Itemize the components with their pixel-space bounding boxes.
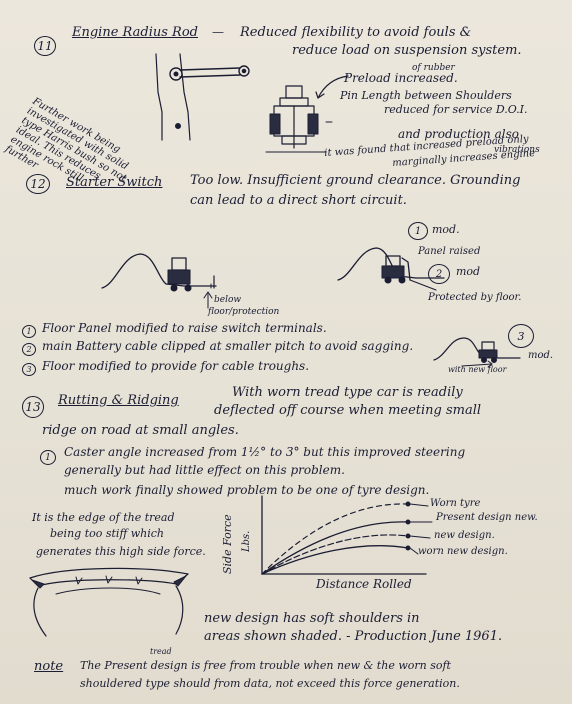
section-11-dash: — (212, 25, 224, 39)
tyre-section-sketch (29, 567, 189, 637)
side-force-graph (261, 495, 427, 575)
new-design-line1: new design has soft shoulders in (204, 611, 420, 626)
note-line2: shouldered type should from data, not ex… (80, 677, 460, 690)
below-label: below (214, 295, 242, 305)
legend-leaders (409, 503, 433, 555)
label-preload: Preload increased. (344, 71, 458, 85)
section-11-title: Engine Radius Rod (72, 25, 198, 40)
list-item-text: Floor modified to provide for cable trou… (42, 359, 310, 373)
note-label: note (34, 659, 64, 674)
section-12-text-line2: can lead to a direct short circuit. (190, 193, 407, 208)
and-production-line4: vibrations (494, 145, 540, 155)
item1-number: 1 (40, 450, 56, 465)
label-reduced-for-service: reduced for service D.O.I. (384, 103, 528, 116)
section-11-text-line1: Reduced flexibility to avoid fouls & (240, 25, 472, 40)
legend-item: Worn tyre (430, 498, 481, 509)
and-production-line1: and production also (398, 127, 519, 141)
section-11-text-line2: reduce load on suspension system. (292, 43, 522, 58)
graph-ylabel-units: Lbs. (234, 531, 253, 552)
mod3-label: mod. (528, 350, 554, 361)
section-13-text-line3: ridge on road at small angles. (42, 423, 239, 438)
graph-ylabel: Side Force (216, 514, 235, 574)
note-line1: The Present design is free from trouble … (80, 659, 451, 672)
mod1-circle: 1 (408, 222, 428, 240)
section-11-margin-note: Further work being investigated with sol… (3, 96, 139, 213)
list-item-number: 3 (22, 363, 36, 376)
section-11-number: 11 (34, 36, 56, 56)
item1-line3: much work finally showed problem to be o… (64, 483, 430, 497)
mod3-circle: 3 (508, 324, 534, 348)
new-design-line2: areas shown shaded. - Production June 19… (204, 629, 503, 644)
section-12-text-line1: Too low. Insufficient ground clearance. … (190, 173, 521, 188)
bush-section-sketch (265, 85, 333, 153)
legend-item: new design. (434, 530, 495, 541)
protected-by-floor-label: Protected by floor. (428, 292, 522, 303)
legend-item: Present design new. (436, 512, 538, 523)
note-insert: tread (150, 647, 172, 656)
graph-xlabel: Distance Rolled (316, 577, 412, 591)
legend-item: worn new design. (418, 546, 508, 557)
list-item-text: Floor Panel modified to raise switch ter… (42, 321, 327, 335)
list-item-text: main Battery cable clipped at smaller pi… (42, 339, 414, 353)
preload-arrow (315, 75, 349, 99)
label-pin-length: Pin Length between Shoulders (340, 89, 512, 102)
left-note-line3: generates this high side force. (36, 545, 206, 558)
panel-raised-label: Panel raised (418, 246, 481, 257)
mod2-label: mod (456, 265, 481, 278)
list-item-number: 2 (22, 343, 36, 356)
mod1-label: mod. (432, 223, 460, 236)
section-12-number: 12 (26, 174, 50, 194)
mod2-circle: 2 (428, 264, 450, 284)
section-13-text-line1: With worn tread type car is readily (232, 385, 463, 400)
starter-switch-sketch-new-floor (433, 337, 521, 368)
fig3-label: with new floor (448, 365, 507, 374)
graph-ylabel-text: Side Force (221, 514, 234, 574)
label-of-rubber: of rubber (412, 63, 455, 73)
left-note-line1: It is the edge of the tread (32, 511, 175, 524)
section-12-title: Starter Switch (66, 175, 163, 190)
graph-ylabel-units-text: Lbs. (241, 530, 252, 552)
section-13-title: Rutting & Ridging (58, 393, 179, 408)
item1-line1: Caster angle increased from 1½° to 3° bu… (64, 445, 466, 459)
left-note-line2: being too stiff which (50, 527, 164, 540)
starter-switch-sketch-modified (337, 247, 445, 291)
graph-legend: Worn tyre Present design new. new design… (418, 498, 538, 560)
item1-line2: generally but had little effect on this … (64, 463, 345, 477)
list-item-number: 1 (22, 325, 36, 338)
starter-switch-sketch-original (101, 253, 217, 309)
radius-rod-sketch (155, 53, 250, 141)
section-13-text-line2: deflected off course when meeting small (214, 403, 482, 418)
below-label-2: floor/protection (208, 307, 280, 317)
section-13-number: 13 (22, 396, 44, 418)
